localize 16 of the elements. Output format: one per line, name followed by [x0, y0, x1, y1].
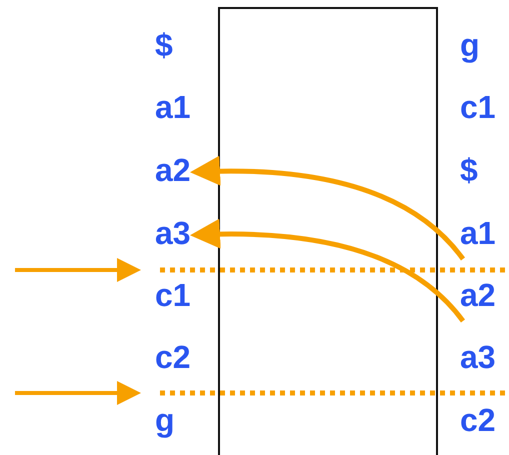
row-label: a1 — [155, 89, 191, 125]
row-label: a3 — [155, 215, 191, 251]
row-label: a1 — [460, 215, 496, 251]
row-label: c1 — [460, 89, 496, 125]
curved-arrow — [190, 219, 465, 323]
row-label: $ — [460, 152, 478, 188]
row-label: $ — [155, 27, 173, 63]
row-label: a2 — [460, 277, 496, 313]
row-label: a3 — [460, 339, 496, 375]
row-label: c2 — [460, 402, 496, 438]
row-label: g — [155, 402, 175, 438]
row-label: c1 — [155, 277, 191, 313]
row-label: c2 — [155, 339, 191, 375]
curved-arrow — [190, 156, 465, 261]
row-label: g — [460, 27, 480, 63]
row-label: a2 — [155, 152, 191, 188]
